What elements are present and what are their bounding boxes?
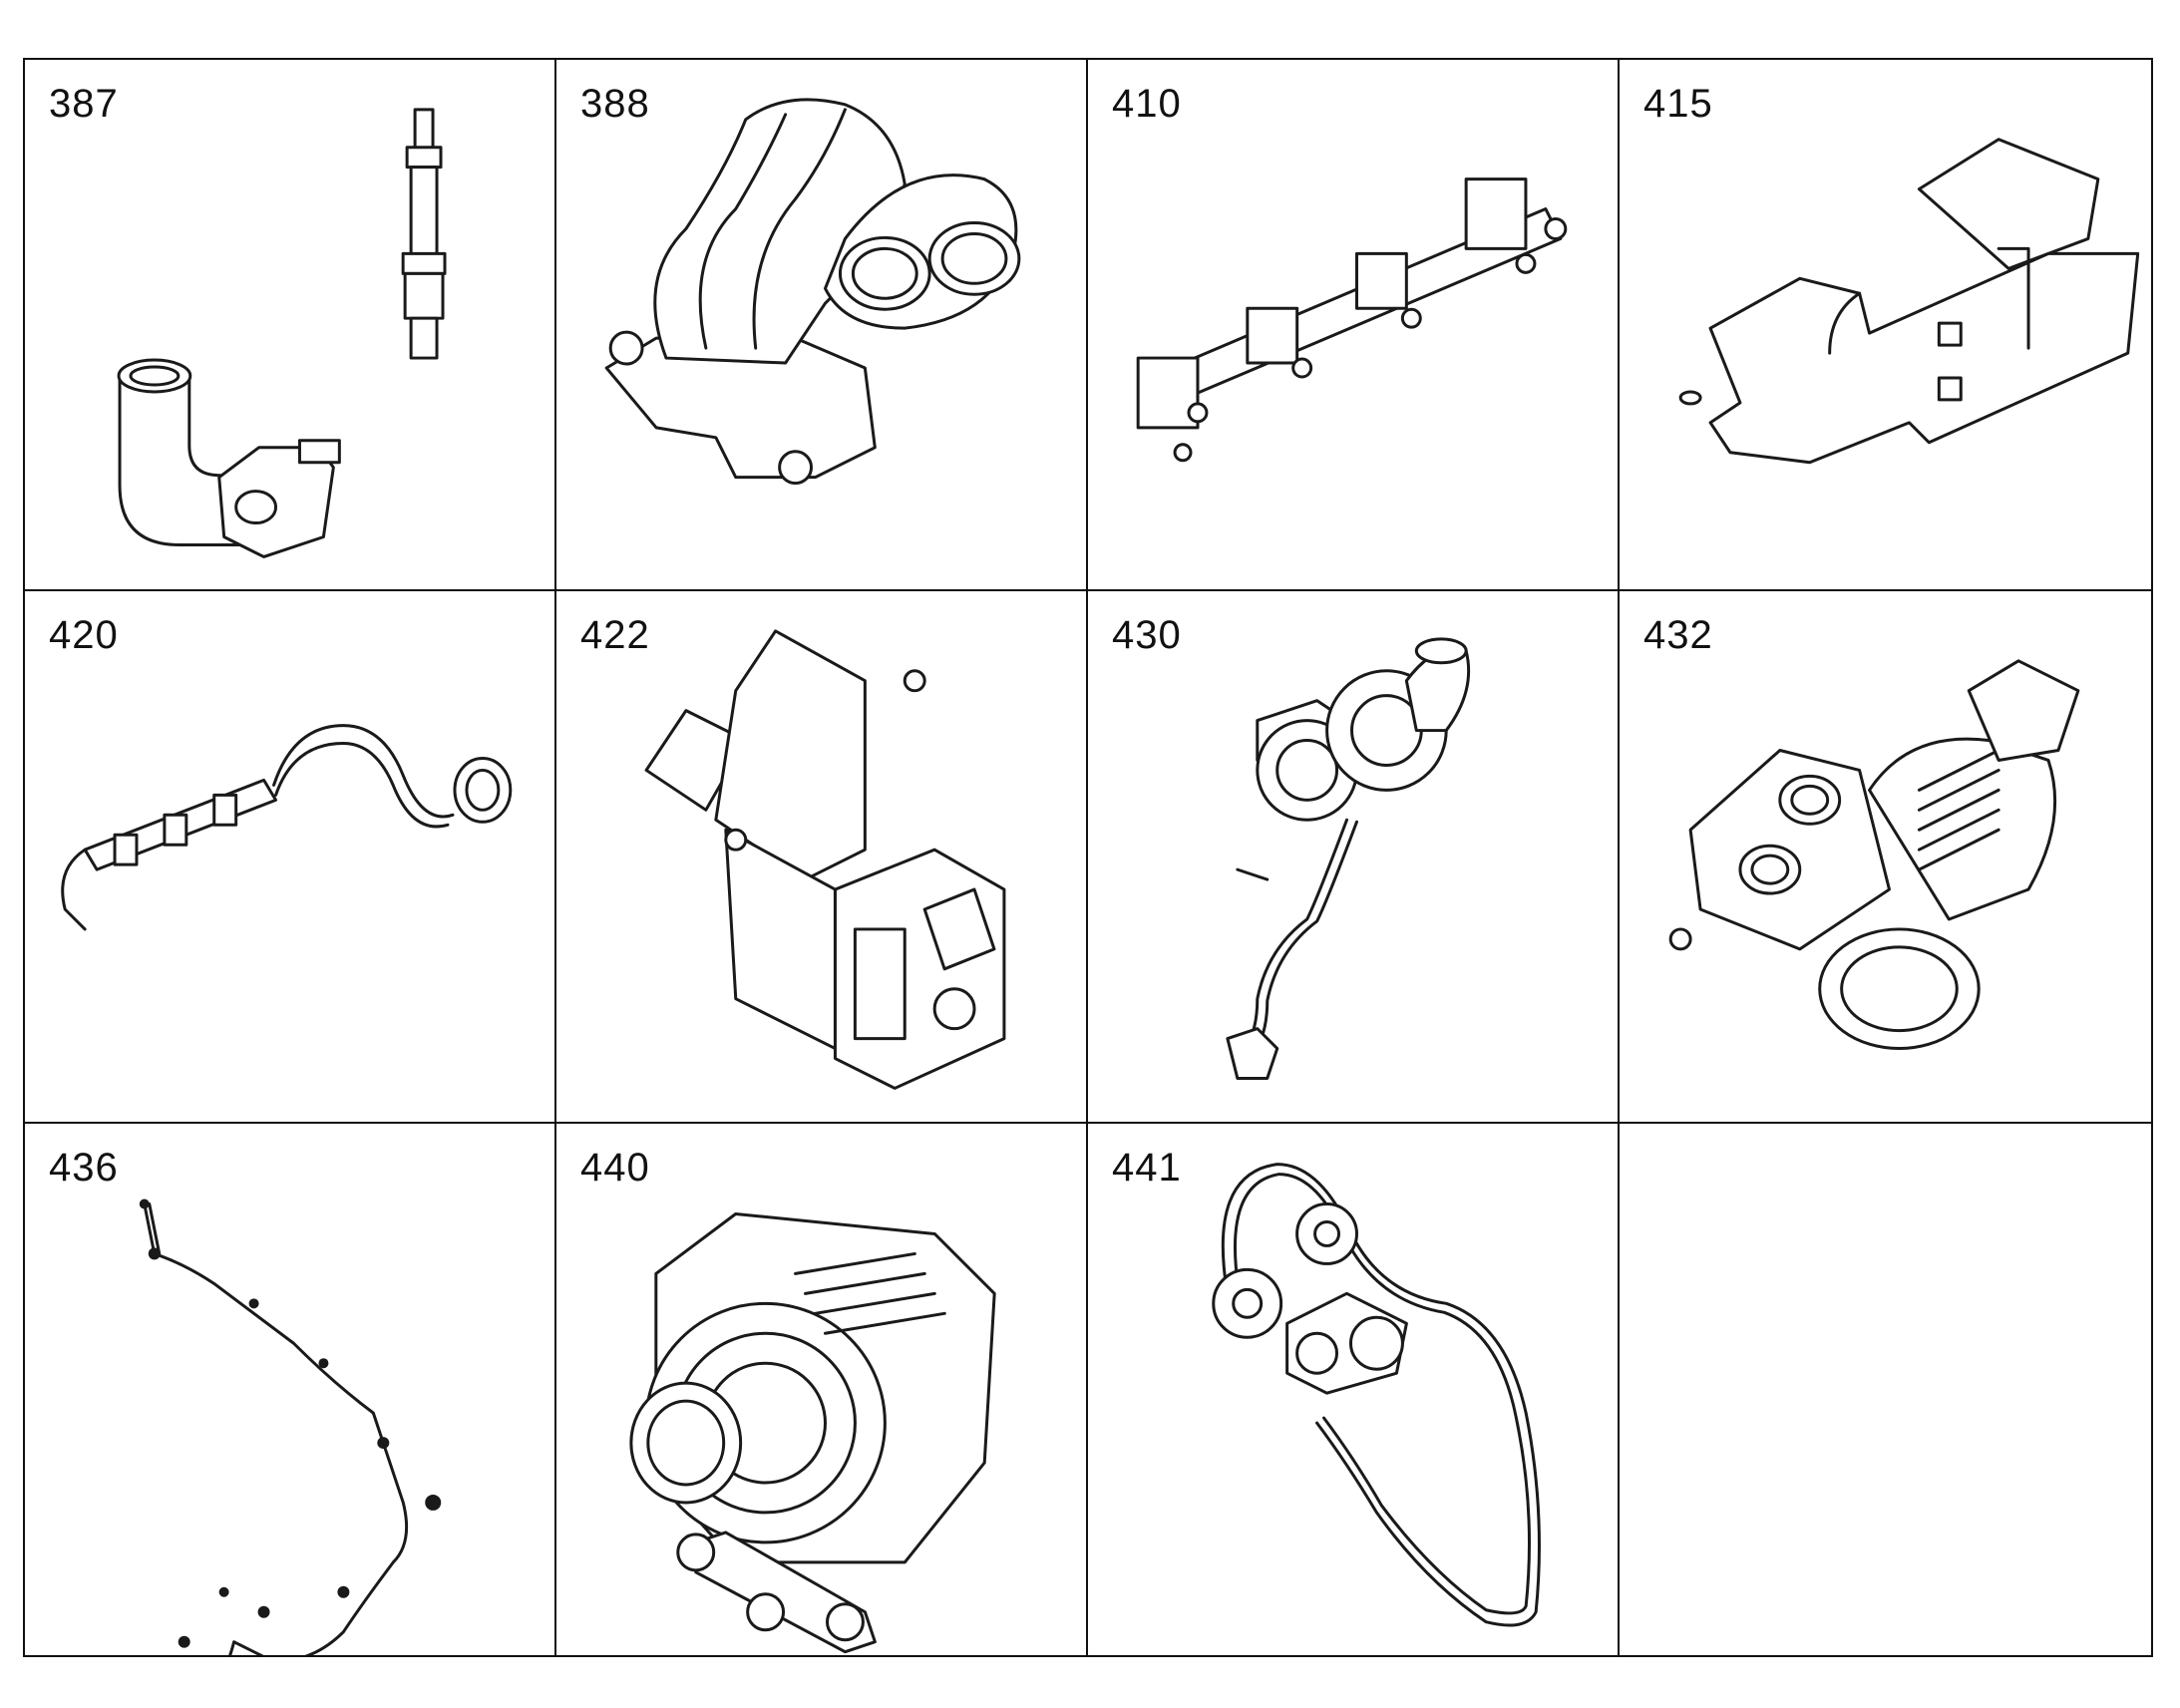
part-number: 422 [580,613,650,658]
part-number: 440 [580,1145,650,1190]
part-cell-388[interactable]: 388 [556,60,1088,592]
part-number: 436 [49,1145,119,1190]
part-number: 387 [49,82,119,126]
turbocharger-icon [1226,637,1471,1081]
injector-harness-icon [61,724,513,931]
part-cell-441[interactable]: 441 [1088,1123,1620,1655]
part-cell-432[interactable]: 432 [1620,591,2151,1124]
part-cell-422[interactable]: 422 [556,591,1088,1124]
fuel-rail-icon [1136,177,1568,463]
part-number: 410 [1112,82,1182,126]
drive-belt-tensioner-icon [1212,1162,1541,1627]
parts-grid: 387 388 [23,58,2153,1657]
part-cell-387[interactable]: 387 [25,60,556,592]
part-cell-410[interactable]: 410 [1088,60,1620,592]
part-cell-440[interactable]: 440 [556,1123,1088,1655]
empty-cell [1620,1124,2151,1655]
throttle-body-icon [1668,659,2080,1051]
part-number: 430 [1112,613,1182,658]
part-number: 415 [1643,82,1713,126]
part-number: 432 [1643,613,1713,658]
part-number: 420 [49,613,119,658]
part-cell-420[interactable]: 420 [25,591,556,1124]
part-cell-436[interactable]: 436 [25,1123,556,1655]
bracket-with-module-icon [644,629,1006,1091]
part-number: 441 [1112,1145,1182,1190]
coolant-pipe-and-stud-icon [117,108,447,558]
part-number: 388 [580,82,650,126]
part-cell-430[interactable]: 430 [1088,591,1620,1124]
intake-manifold-icon [604,98,1021,486]
alternator-icon [629,1211,996,1653]
wiring-harness-icon [139,1198,442,1655]
heat-shield-icon [1678,138,2140,465]
part-cell-415[interactable]: 415 [1620,60,2151,592]
